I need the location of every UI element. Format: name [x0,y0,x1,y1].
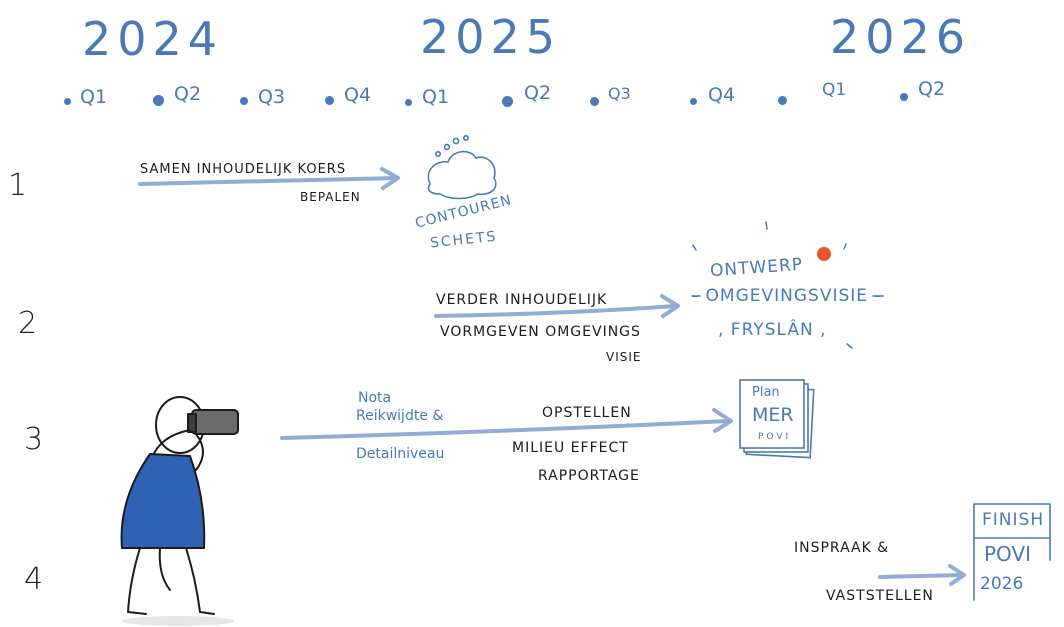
row-number-2: 2 [18,306,38,341]
quarter-dot [64,98,71,105]
quarter-label: Q1 [822,80,847,100]
finish-label: FINISH [982,510,1045,530]
quarter-label: Q3 [258,86,286,108]
row-number-4: 4 [24,562,44,597]
row-3-text-line-3: RAPPORTAGE [538,468,640,484]
row-1-arrow [138,167,400,190]
quarter-label: Q3 [608,84,631,103]
plan-mer-label-1: Plan [752,385,780,400]
row-3-arrow [280,408,733,440]
quarter-label: Q1 [80,86,108,108]
sparkle-marks [691,221,884,349]
row-2-text-line-1: VERDER INHOUDELIJK [436,292,608,308]
row-2-result-line-2: - OMGEVINGSVISIE - [692,286,882,306]
year-2024: 2024 [82,12,224,66]
row-2-result-line-3: , FRYSLÂN , [718,320,827,340]
finish-flag-icon [973,503,1051,601]
row-2-arrow [434,294,680,318]
quarter-label: Q2 [524,82,552,104]
quarter-label: Q2 [174,83,202,105]
row-1-text-line-1: SAMEN INHOUDELIJK KOERS [140,162,347,177]
quarter-label: Q4 [344,84,372,106]
quarter-dot [502,96,513,107]
row-1-text-line-2: BEPALEN [300,190,361,204]
row-number-3: 3 [24,422,44,457]
red-dot-icon [817,247,831,261]
year-2025: 2025 [420,10,562,64]
contour-sketch-icon [427,135,497,200]
quarter-label: Q2 [918,78,946,100]
person-with-binoculars-illustration [120,396,239,626]
row-4-text-line-1: INSPRAAK & [794,540,890,556]
row-3-side-line-1: Nota [358,390,392,406]
quarter-label: Q1 [422,86,450,108]
row-2-text-line-3: VISIE [606,350,642,364]
quarter-dot [778,96,787,105]
row-3-text-line-1: OPSTELLEN [542,405,632,421]
quarter-dot [325,96,334,105]
finish-year-label: 2026 [980,574,1024,594]
plan-mer-label-3: POVI [758,432,792,442]
quarter-label: Q4 [708,84,736,106]
row-4-arrow [878,564,966,586]
row-3-side-line-3: Detailniveau [356,446,445,462]
row-number-1: 1 [8,168,28,203]
row-3-text-line-2: MILIEU EFFECT [512,440,629,456]
finish-povi-label: POVI [984,542,1032,566]
quarter-dot [405,99,412,106]
row-2-text-line-2: VORMGEVEN OMGEVINGS [440,324,641,340]
quarter-dot [590,97,599,106]
plan-mer-label-2: MER [752,404,794,426]
quarter-dot [690,98,697,105]
row-3-side-line-2: Reikwijdte & [356,408,444,424]
quarter-dot [900,93,908,101]
quarter-dot [240,97,248,105]
quarter-dot [153,95,164,106]
document-stack-icon [739,379,815,459]
row-4-text-line-2: VASTSTELLEN [826,588,934,604]
year-2026: 2026 [830,10,972,64]
